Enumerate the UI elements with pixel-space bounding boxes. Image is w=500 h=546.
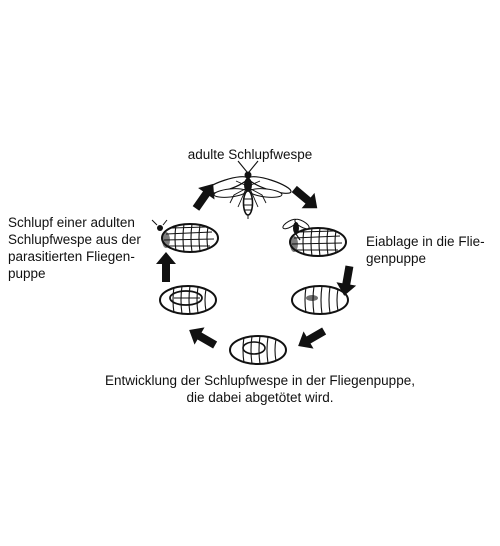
cycle-arrow-icon — [287, 181, 324, 216]
label-line: Entwicklung der Schlupfwespe in der Flie… — [105, 373, 415, 388]
label-egg-laying: Eiablage in die Flie- genpuppe — [366, 233, 485, 267]
label-hatching: Schlupf einer adulten Schlupfwespe aus d… — [8, 214, 141, 282]
label-line: genpuppe — [366, 251, 427, 266]
cycle-arrow-icon — [156, 252, 176, 282]
wasp-icon — [204, 160, 292, 219]
label-line: Eiablage in die Flie- — [366, 234, 485, 249]
pupa-icon — [159, 285, 217, 315]
label-line: parasitierten Fliegen- — [8, 249, 135, 264]
pupa-icon — [282, 218, 347, 257]
cycle-arrow-icon — [293, 322, 330, 355]
pupa-icon — [151, 219, 219, 253]
pupa-icon — [291, 285, 349, 315]
label-line: die dabei abgetötet wird. — [186, 390, 334, 405]
label-line: puppe — [8, 266, 46, 281]
pupa-icon — [229, 335, 287, 365]
label-line: adulte Schlupfwespe — [187, 147, 313, 162]
label-line: Schlupf einer adulten — [8, 215, 135, 230]
label-development: Entwicklung der Schlupfwespe in der Flie… — [60, 372, 460, 406]
label-line: Schlupfwespe aus der — [8, 232, 141, 247]
label-adult-wasp: adulte Schlupfwespe — [0, 146, 500, 163]
cycle-arrow-icon — [184, 321, 221, 354]
